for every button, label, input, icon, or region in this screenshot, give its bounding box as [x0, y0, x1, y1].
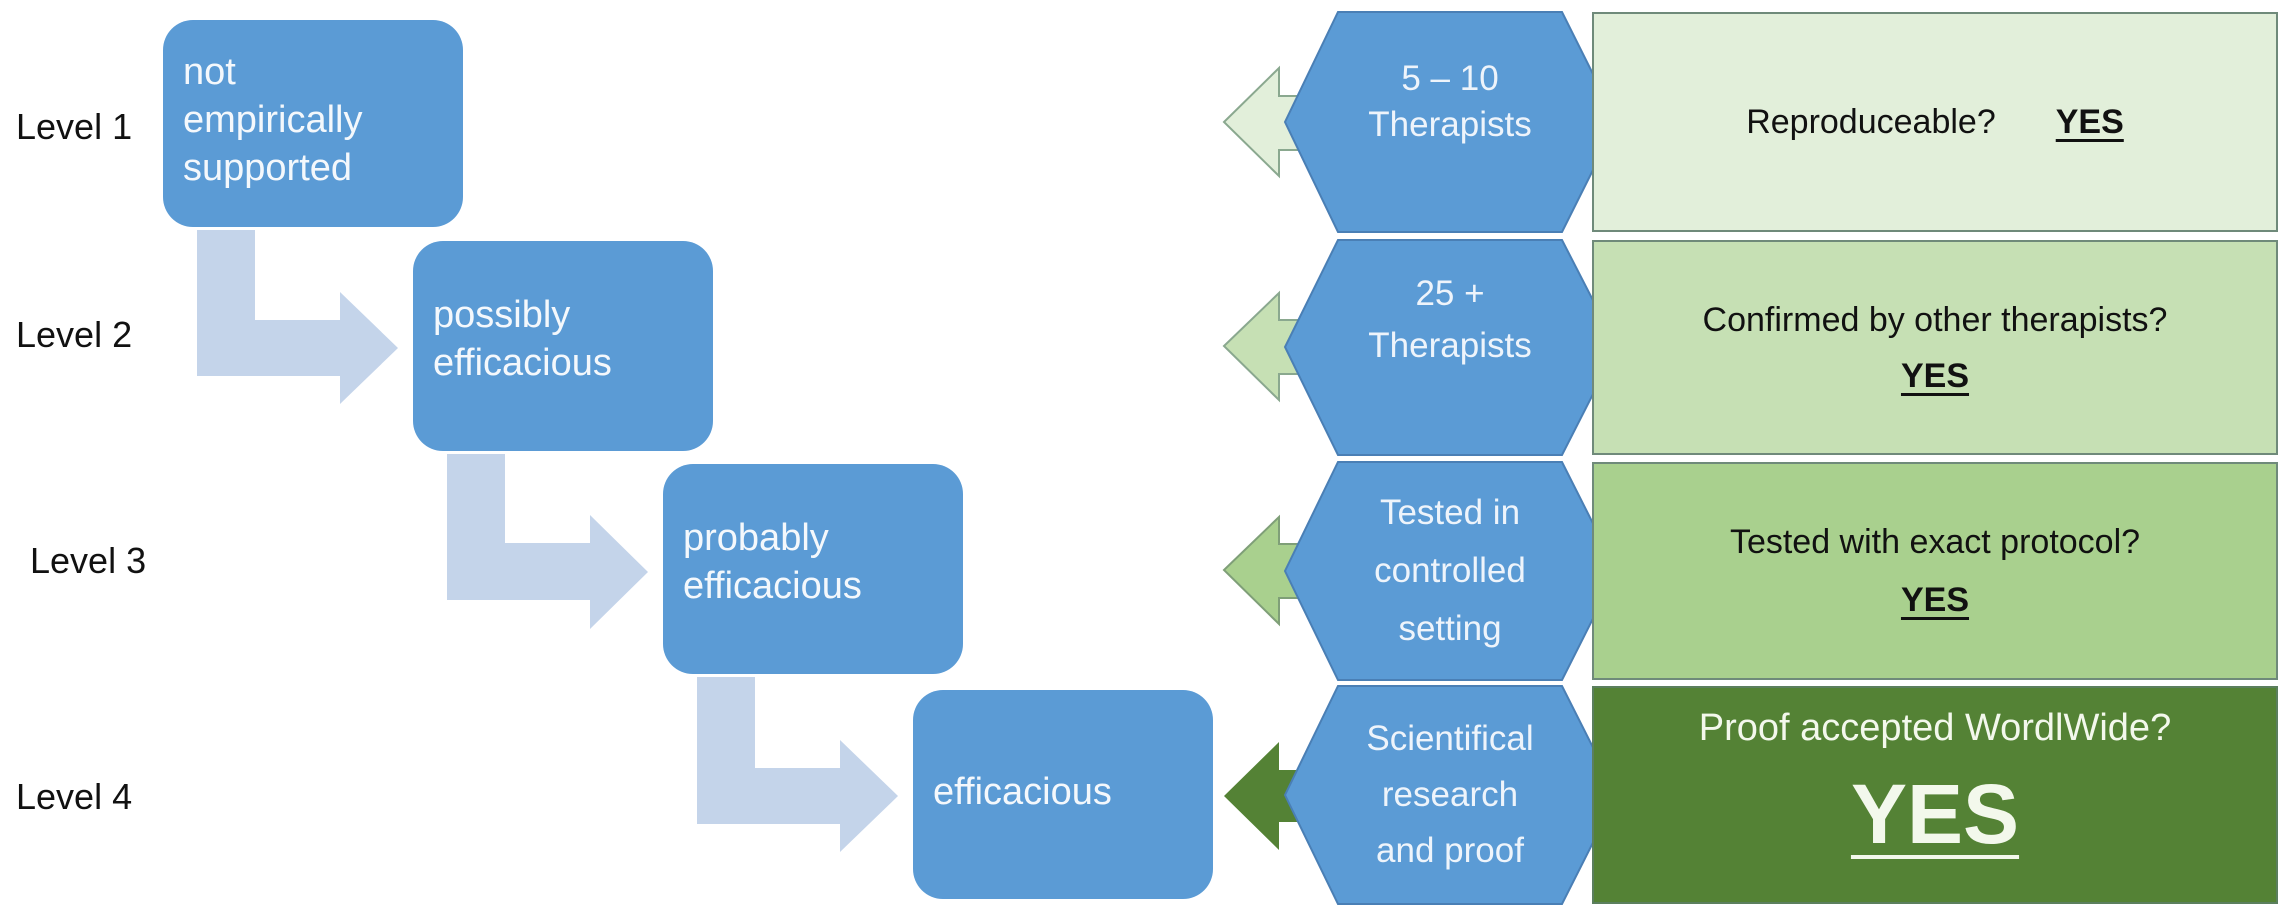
- criterion-hexagon-3: [1283, 461, 1619, 681]
- stage-text-line: empirically: [183, 99, 363, 141]
- connector-arrow-1-to-2: [197, 230, 398, 404]
- check-answer: YES: [1900, 581, 1970, 619]
- criterion-text-3: Tested in controlled setting: [1300, 462, 1600, 680]
- stage-box-probably-efficacious: probably efficacious: [663, 464, 963, 674]
- criterion-text-line: Therapists: [1368, 105, 1532, 144]
- stage-text-line: possibly: [433, 294, 571, 336]
- stage-box-efficacious: efficacious: [913, 690, 1213, 899]
- criterion-text-line: 25 +: [1415, 274, 1485, 313]
- criterion-text-line: Scientifical: [1366, 719, 1534, 758]
- level-label-2: Level 2: [16, 314, 133, 355]
- check-box-confirmed: Confirmed by other therapists? YES: [1592, 240, 2278, 455]
- criterion-text-line: Tested in: [1379, 493, 1521, 532]
- criterion-text-line: research: [1381, 775, 1519, 814]
- criterion-text-line: setting: [1398, 609, 1502, 648]
- criterion-text-4: Scientifical research and proof: [1300, 686, 1600, 904]
- check-answer: YES: [2055, 103, 2124, 141]
- check-answer: YES: [1900, 356, 1970, 395]
- check-box-proof-accepted: Proof accepted WordlWide? YES: [1592, 686, 2278, 904]
- criterion-text-line: Therapists: [1368, 326, 1532, 365]
- stage-text-line: efficacious: [433, 342, 612, 384]
- connector-arrow-3-to-4: [697, 677, 898, 852]
- level-label-1: Level 1: [16, 106, 133, 147]
- check-box-reproduceable: Reproduceable? YES: [1592, 12, 2278, 232]
- criterion-text-line: 5 – 10: [1401, 59, 1499, 98]
- criterion-text-line: controlled: [1374, 551, 1526, 590]
- criterion-text-line: and proof: [1376, 831, 1524, 870]
- level-label-4: Level 4: [16, 776, 133, 817]
- stage-text-line: efficacious: [933, 771, 1112, 813]
- criterion-text-2: 25 + Therapists: [1300, 240, 1600, 455]
- connector-arrow-2-to-3: [447, 454, 648, 629]
- stage-text-line: supported: [183, 147, 353, 189]
- criterion-hexagon-1: [1283, 11, 1619, 233]
- level-label-3: Level 3: [30, 540, 147, 581]
- stage-box-possibly-efficacious: possibly efficacious: [413, 241, 713, 451]
- criterion-hexagon-4: [1283, 685, 1619, 905]
- stage-text-line: not: [183, 51, 236, 93]
- check-question: Confirmed by other therapists?: [1702, 300, 2168, 339]
- check-question: Proof accepted WordlWide?: [1698, 707, 2172, 749]
- stage-text-line: efficacious: [683, 565, 862, 607]
- left-arrow-icon-4: [1224, 742, 1310, 850]
- stage-box-not-empirically-supported: not empirically supported: [163, 20, 463, 227]
- stage-text-line: probably: [683, 517, 829, 559]
- check-box-tested-protocol: Tested with exact protocol? YES: [1592, 462, 2278, 680]
- criterion-text-1: 5 – 10 Therapists: [1300, 12, 1600, 232]
- criterion-hexagon-2: [1283, 239, 1619, 456]
- check-question: Reproduceable?: [1746, 103, 1996, 141]
- check-answer: YES: [1850, 767, 2020, 861]
- check-question: Tested with exact protocol?: [1729, 523, 2141, 561]
